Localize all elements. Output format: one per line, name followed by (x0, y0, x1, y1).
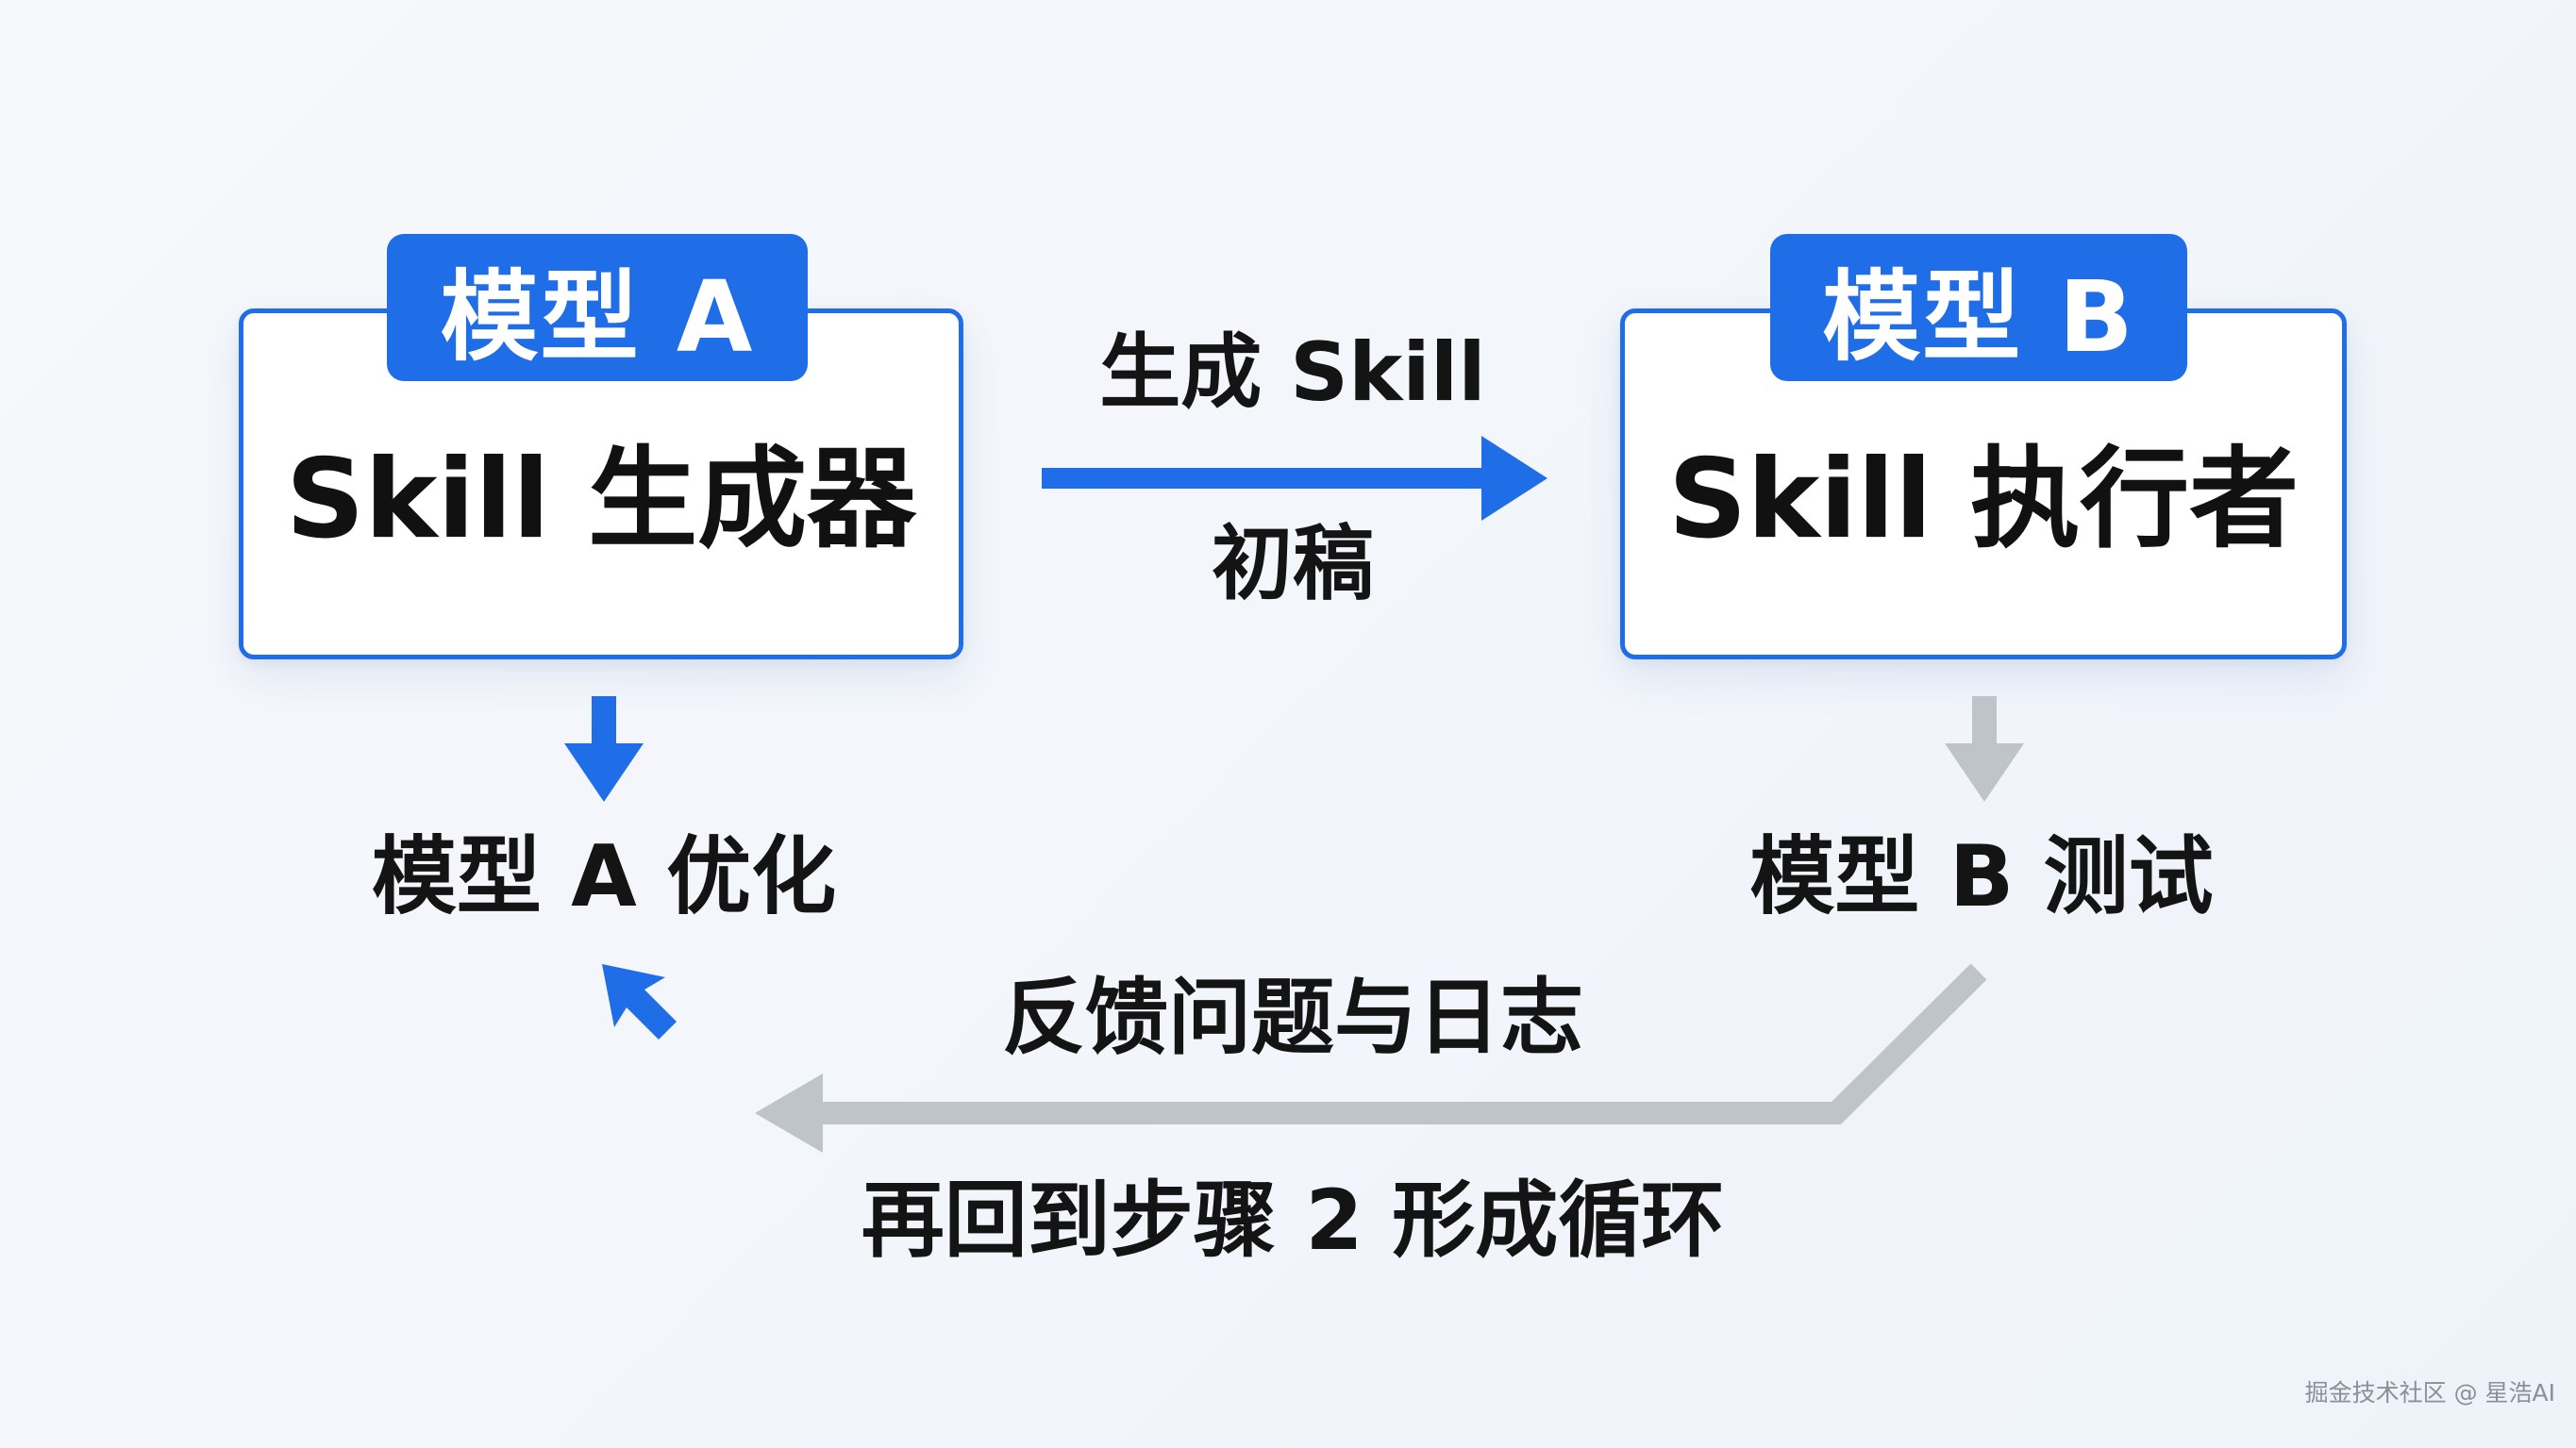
model-b-title: Skill 执行者 (1667, 436, 2300, 563)
b-down-arrow (1945, 696, 2024, 802)
model-a-tag: 模型 A (387, 234, 808, 381)
step-b-test: 模型 B 测试 (1749, 827, 2214, 926)
return-to-a-arrow (602, 964, 677, 1040)
feedback-arrow (755, 963, 1987, 1153)
model-b-tag: 模型 B (1770, 234, 2187, 381)
step-a-optimize: 模型 A 优化 (371, 827, 837, 926)
edge-label-draft: 初稿 (1212, 517, 1374, 611)
loop-label: 再回到步骤 2 形成循环 (861, 1172, 1725, 1269)
edge-label-generate: 生成 Skill (1099, 325, 1486, 420)
watermark: 掘金技术社区 @ 星浩AI (2304, 1379, 2555, 1406)
a-to-b-arrow (1042, 436, 1547, 521)
a-down-arrow (564, 696, 644, 802)
feedback-label: 反馈问题与日志 (1001, 969, 1583, 1066)
model-a-title: Skill 生成器 (285, 436, 917, 563)
